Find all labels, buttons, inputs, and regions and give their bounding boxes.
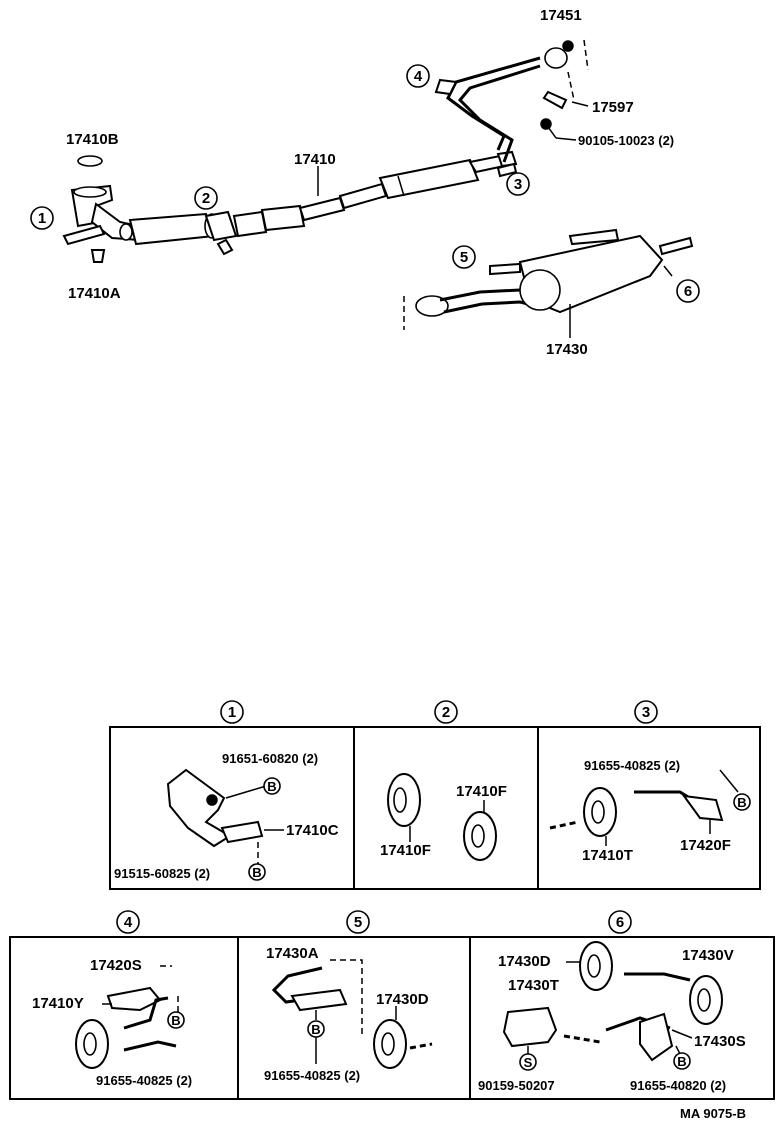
label-17410f-b: 17410F <box>380 842 431 859</box>
label-17420f: 17420F <box>680 837 731 854</box>
svg-text:6: 6 <box>616 914 624 931</box>
callout-3: 3 <box>506 172 530 196</box>
svg-text:B: B <box>311 1022 320 1037</box>
front-catalyst <box>128 210 238 256</box>
label-91651-60820: 91651-60820 (2) <box>222 751 318 766</box>
detail-5: 5 B 17430A 17430D 91655-40825 (2) <box>264 910 433 1083</box>
callout-1: 1 <box>30 206 54 230</box>
svg-text:5: 5 <box>460 249 468 266</box>
label-17410y: 17410Y <box>32 995 84 1012</box>
detail-6: 6 S B 17430D 17430T 17430V 17430S 90159-… <box>478 910 746 1093</box>
label-17430d-d6: 17430D <box>498 953 551 970</box>
label-17451: 17451 <box>540 7 582 24</box>
svg-text:1: 1 <box>228 704 236 721</box>
svg-text:4: 4 <box>124 914 133 931</box>
svg-text:B: B <box>252 865 261 880</box>
svg-text:6: 6 <box>684 283 692 300</box>
label-90105-10023: 90105-10023 (2) <box>578 133 674 148</box>
label-91655-40820: 91655-40820 (2) <box>630 1078 726 1093</box>
label-91655-40825-d5: 91655-40825 (2) <box>264 1068 360 1083</box>
front-pipe <box>62 184 142 246</box>
overview-assembly: 1 2 3 4 5 6 17451 17597 90105-10023 (2) … <box>30 7 700 358</box>
screw-marker-d6: S <box>519 1053 537 1071</box>
label-17410f-a: 17410F <box>456 783 507 800</box>
svg-text:2: 2 <box>202 190 210 207</box>
label-17430t: 17430T <box>508 977 559 994</box>
label-17430a: 17430A <box>266 945 319 962</box>
rear-pipe-upper <box>434 39 589 163</box>
bolt-marker-d5: B <box>307 1020 325 1038</box>
svg-text:S: S <box>524 1055 533 1070</box>
nut-17410a <box>90 249 106 263</box>
detail-row-1: 1 B B 91651-60820 (2) 17410C 91515-60825… <box>109 700 761 890</box>
svg-text:B: B <box>171 1013 180 1028</box>
hanger-3 <box>496 162 518 178</box>
label-17430v: 17430V <box>682 947 734 964</box>
bolt-marker-d1-bottom: B <box>248 863 266 881</box>
callout-5: 5 <box>452 245 476 269</box>
label-17410a: 17410A <box>68 285 121 302</box>
label-17430: 17430 <box>546 341 588 358</box>
bolt-marker-d6: B <box>673 1052 691 1070</box>
label-91655-40825-d4: 91655-40825 (2) <box>96 1073 192 1088</box>
callout-6: 6 <box>676 279 700 303</box>
label-17430d-d5: 17430D <box>376 991 429 1008</box>
svg-text:B: B <box>677 1054 686 1069</box>
label-17597: 17597 <box>592 99 634 116</box>
callout-2: 2 <box>194 186 218 210</box>
diagram-code: MA 9075-B <box>680 1106 746 1121</box>
label-17410: 17410 <box>294 151 336 168</box>
gasket-17410b <box>77 155 103 167</box>
label-17410t: 17410T <box>582 847 633 864</box>
svg-text:1: 1 <box>38 210 46 227</box>
svg-text:3: 3 <box>642 704 650 721</box>
bolt-marker-d3: B <box>733 793 751 811</box>
svg-text:5: 5 <box>354 914 362 931</box>
detail-2: 2 17410F 17410F <box>380 700 507 861</box>
tail-pipe-muffler <box>403 228 694 330</box>
label-91655-40825-d3: 91655-40825 (2) <box>584 758 680 773</box>
label-17430s: 17430S <box>694 1033 746 1050</box>
label-17410b: 17410B <box>66 131 119 148</box>
label-90159-50207: 90159-50207 <box>478 1078 555 1093</box>
detail-1: 1 B B 91651-60820 (2) 17410C 91515-60825… <box>114 700 339 881</box>
callout-4: 4 <box>406 64 430 88</box>
svg-text:3: 3 <box>514 176 522 193</box>
label-17410c: 17410C <box>286 822 339 839</box>
label-17420s: 17420S <box>90 957 142 974</box>
label-91515-60825: 91515-60825 (2) <box>114 866 210 881</box>
bolt-marker-d4: B <box>167 1011 185 1029</box>
detail-4: 4 B 17420S 17410Y 91655-40825 (2) <box>32 910 192 1088</box>
bolt-marker-d1-top: B <box>263 777 281 795</box>
center-pipe <box>232 150 518 238</box>
svg-text:B: B <box>267 779 276 794</box>
svg-text:B: B <box>737 795 746 810</box>
svg-text:4: 4 <box>414 68 423 85</box>
detail-row-2: 4 B 17420S 17410Y 91655-40825 (2) 5 B <box>9 910 775 1100</box>
detail-3: 3 B 91655-40825 (2) 17410T 17420F <box>549 700 751 864</box>
svg-text:2: 2 <box>442 704 450 721</box>
